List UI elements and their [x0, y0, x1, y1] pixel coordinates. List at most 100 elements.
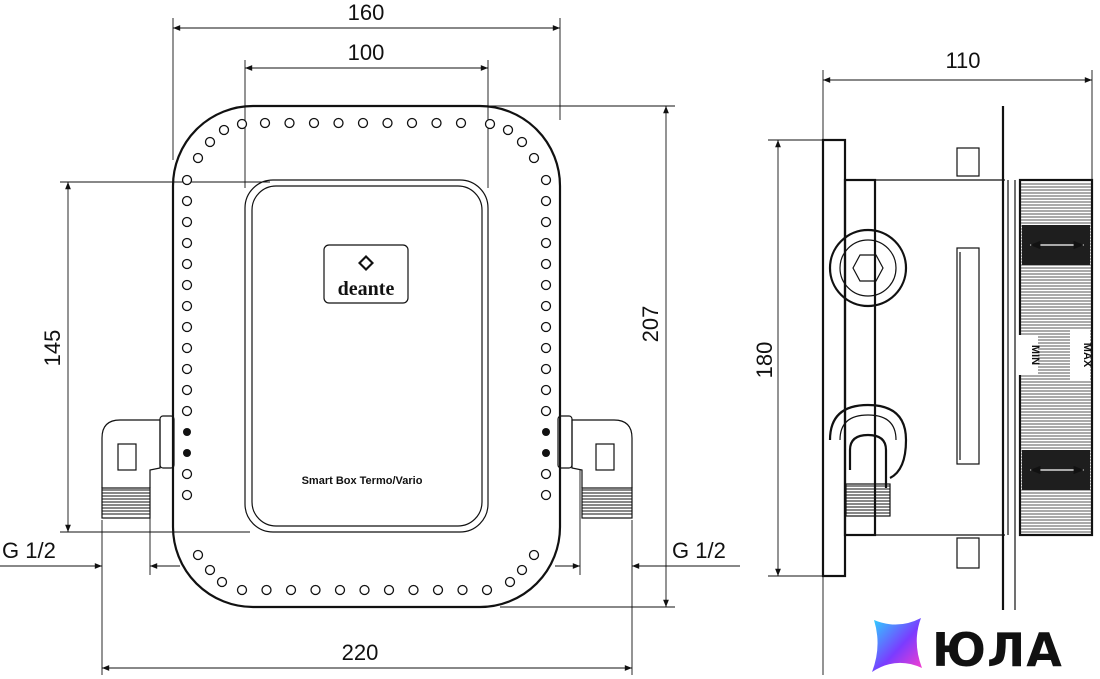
thread-left-callout: G 1/2: [0, 470, 180, 575]
cover-plate-inner: [251, 185, 483, 527]
dim-height-left: 145: [40, 181, 270, 533]
mounting-hole: [334, 584, 346, 596]
dim-depth-label: 110: [945, 48, 980, 73]
mounting-hole: [181, 321, 193, 333]
mounting-hole: [285, 584, 297, 596]
mounting-hole: [540, 489, 552, 501]
dim-overall-width: 160: [172, 0, 561, 160]
mounting-hole: [540, 279, 552, 291]
mounting-hole: [333, 117, 344, 129]
thread-side: [846, 485, 890, 514]
mounting-hole: [528, 152, 540, 164]
max-label: MAX: [1081, 343, 1093, 368]
mounting-hole: [236, 118, 248, 130]
dim-height-right: 207: [480, 105, 675, 608]
watermark: ЮЛА: [872, 618, 1062, 677]
mounting-hole: [540, 258, 552, 270]
mounting-hole: [455, 117, 467, 129]
mounting-hole: [408, 584, 419, 596]
dim-bottom-width: 220: [101, 520, 633, 675]
valve-body: [843, 178, 877, 537]
mounting-hole: [181, 468, 193, 480]
mounting-hole: [457, 584, 468, 596]
dim-height-right-label: 207: [638, 306, 663, 343]
mounting-hole: [181, 195, 193, 207]
flange-plate: [821, 138, 847, 578]
mounting-hole: [540, 216, 552, 228]
dim-height-side-label: 180: [752, 342, 777, 379]
mounting-hole: [406, 117, 418, 129]
mounting-hole: [204, 136, 216, 148]
right-connector: [557, 415, 633, 519]
mounting-dot: [542, 449, 550, 457]
mounting-hole: [540, 363, 552, 375]
mounting-hole: [259, 117, 271, 129]
cover-plate-outer: [244, 179, 489, 533]
mounting-hole: [236, 584, 248, 596]
mounting-hole: [481, 584, 493, 596]
mounting-hole: [382, 117, 393, 129]
thread-left-label: G 1/2: [2, 538, 56, 563]
mounting-dot: [183, 428, 191, 436]
mounting-hole: [310, 584, 321, 596]
mounting-hole: [181, 342, 193, 354]
thread-right: [582, 489, 632, 515]
brand-logo-text: deante: [338, 278, 395, 300]
mounting-hole: [192, 549, 204, 561]
dim-overall-width-label: 160: [348, 0, 385, 25]
bracket-upper: [956, 147, 980, 177]
mounting-hole: [540, 300, 552, 312]
thread-left: [102, 489, 150, 515]
mounting-hole: [218, 124, 230, 136]
mounting-hole: [540, 237, 552, 249]
dim-bottom-width-label: 220: [342, 640, 379, 665]
mounting-hole: [484, 118, 496, 130]
upper-port: [828, 228, 908, 308]
side-view: 110 180: [752, 48, 1094, 675]
mounting-hole: [540, 342, 552, 354]
outer-frame: [171, 104, 562, 609]
mounting-hole: [181, 384, 193, 396]
mounting-hole: [181, 363, 193, 375]
dim-inner-width-label: 100: [348, 40, 385, 65]
mounting-hole: [540, 174, 552, 186]
mounting-hole: [502, 124, 514, 136]
mounting-hole: [181, 174, 193, 186]
thread-right-callout: G 1/2: [555, 470, 740, 575]
mounting-hole: [181, 405, 193, 417]
mounting-hole: [216, 576, 228, 588]
mounting-hole: [540, 405, 552, 417]
product-label: Smart Box Termo/Vario: [302, 475, 423, 487]
dim-inner-width: 100: [244, 40, 489, 188]
mounting-hole: [540, 384, 552, 396]
thread-right-label: G 1/2: [672, 538, 726, 563]
brand-logo: deante: [323, 244, 409, 304]
mounting-hole: [540, 468, 552, 480]
dim-height-side: 180: [752, 139, 845, 577]
mounting-hole: [540, 321, 552, 333]
mounting-hole: [516, 564, 528, 576]
mounting-hole: [192, 152, 204, 164]
mounting-dot: [542, 428, 550, 436]
mounting-hole: [528, 549, 540, 561]
mounting-hole: [431, 117, 442, 129]
left-connector: [101, 415, 175, 519]
mounting-dot: [183, 449, 191, 457]
mounting-hole: [181, 489, 193, 501]
mounting-hole: [357, 117, 369, 129]
mounting-hole: [359, 584, 370, 596]
bracket-lower: [956, 537, 980, 569]
mounting-hole: [383, 584, 395, 596]
dim-height-left-label: 145: [40, 330, 65, 367]
mounting-hole: [516, 136, 528, 148]
slot: [956, 247, 980, 465]
mounting-hole: [181, 237, 193, 249]
mounting-hole: [261, 584, 272, 596]
mounting-hole: [540, 195, 552, 207]
lower-port: [828, 403, 908, 517]
mounting-hole: [204, 564, 216, 576]
mounting-hole: [432, 584, 444, 596]
star-gradient-icon: [872, 618, 922, 672]
front-view: 160 100 145 207 220: [0, 0, 740, 675]
